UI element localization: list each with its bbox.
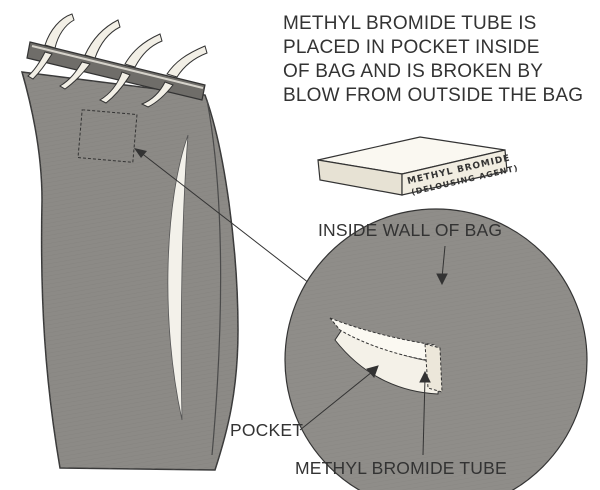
arrow-pocket-line (299, 371, 373, 431)
bag-top-rod (26, 13, 208, 108)
tie-4 (140, 45, 208, 108)
ties (27, 13, 208, 108)
bag-side-seam (206, 99, 222, 456)
pointer-arrowhead (134, 148, 147, 158)
tie-1 (27, 13, 75, 80)
arrow-tube-line (422, 377, 426, 456)
arrow-tube-head (419, 370, 431, 383)
tube-side (401, 149, 508, 196)
magnified-view (284, 208, 588, 490)
pocket-pointer (134, 148, 319, 291)
arrow-wall-head (436, 273, 448, 286)
callout-arrows (299, 245, 448, 456)
caption-line-4: BLOW FROM OUTSIDE THE BAG (283, 85, 584, 106)
caption-line-3: OF BAG AND IS BROKEN BY (283, 61, 544, 82)
caption-line-1: METHYL BROMIDE TUBE IS (283, 13, 537, 34)
caption-text: METHYL BROMIDE TUBE IS PLACED IN POCKET … (283, 12, 593, 108)
tie-2 (59, 19, 121, 90)
bag-fold-highlight (167, 134, 189, 421)
arrow-wall-line (441, 245, 446, 279)
tie-3 (98, 33, 163, 104)
bag-pocket-outline (77, 109, 138, 163)
methyl-tube-label: METHYL BROMIDE TUBE (295, 458, 507, 478)
rod-highlight (31, 45, 204, 89)
inside-wall-label: INSIDE WALL OF BAG (318, 220, 503, 240)
pocket-label: POCKET (230, 420, 304, 440)
methyl-bromide-tube: METHYL BROMIDE (DELOUSING AGENT) (317, 136, 519, 197)
bag-texture (22, 72, 238, 470)
arrow-pocket-head (366, 365, 379, 378)
inner-tube-end (424, 343, 443, 393)
caption-line-2: PLACED IN POCKET INSIDE (283, 37, 540, 58)
bag (20, 71, 239, 471)
